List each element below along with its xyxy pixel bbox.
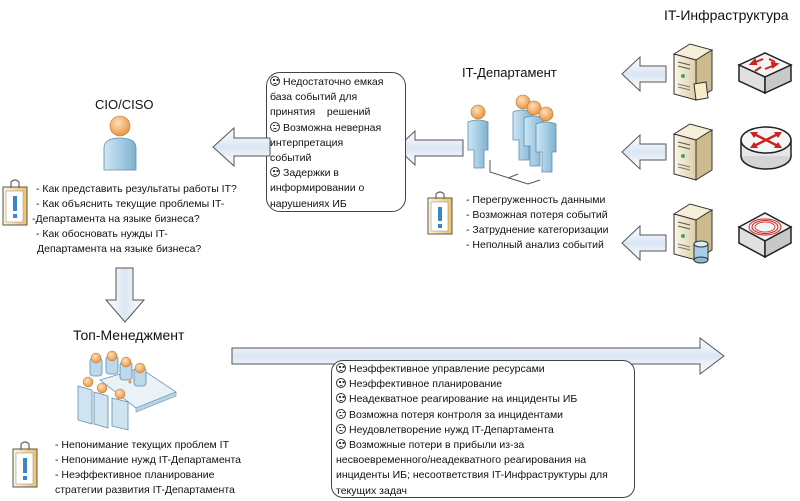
clipboard-alert-icon xyxy=(427,191,453,235)
consequences-box: Неэффективное управление ресурсами Неэфф… xyxy=(331,360,635,498)
list-item: - Возможная потеря событий xyxy=(466,209,608,221)
list-item: - Непонимание текущих проблем IT xyxy=(55,439,230,451)
top-management-title: Топ-Менеджмент xyxy=(73,327,185,343)
cio-questions: - Как представить результаты работы IT? … xyxy=(32,182,237,257)
consequence-item: Неэффективное планирование xyxy=(336,377,630,392)
sad-face-icon xyxy=(336,363,346,373)
list-item: - Как объяснить текущие проблемы IT- xyxy=(36,198,225,210)
firewall-appliance-icon xyxy=(737,212,793,259)
arrow-left-icon xyxy=(621,55,667,93)
list-item: - Перегруженность данными xyxy=(466,194,606,206)
network-switch-icon xyxy=(737,52,793,95)
list-item: - Неполный анализ событий xyxy=(466,239,604,251)
arrow-left-icon xyxy=(621,133,667,171)
sad-face-icon xyxy=(270,121,280,132)
consequence-item: Неудовлетворение нужд IT-Департамента xyxy=(336,423,630,438)
list-item: стратегии развития IT-Департамента xyxy=(55,484,235,496)
list-item: Департамента на языке бизнеса? xyxy=(37,243,202,255)
consequence-item: Неэффективное управление ресурсами xyxy=(336,362,630,377)
server-icon xyxy=(672,123,714,181)
meeting-table-icon xyxy=(77,350,177,431)
consequence-item: Неадекватное реагирование на инциденты И… xyxy=(336,392,630,407)
sad-face-icon xyxy=(336,378,346,389)
arrow-left-icon xyxy=(621,224,667,262)
cio-title: CIO/CISO xyxy=(95,97,154,112)
list-item: - Как представить результаты работы IT? xyxy=(36,183,237,195)
list-item: - Непонимание нужд IT-Департамента xyxy=(55,454,241,466)
consequence-item: Возможна потеря контроля за инцидентами xyxy=(336,408,630,423)
person-figure xyxy=(467,104,489,169)
server-with-document-icon xyxy=(672,43,714,101)
clipboard-alert-icon xyxy=(12,441,38,488)
sad-face-icon xyxy=(336,408,346,419)
top-management-problems: - Непонимание текущих проблем IT - Непон… xyxy=(55,438,241,498)
list-item: - Как обосновать нужды IT- xyxy=(36,228,168,240)
arrow-down-icon xyxy=(104,267,146,323)
sad-face-icon xyxy=(336,439,346,450)
list-item: - Затруднение категоризации xyxy=(466,224,609,236)
server-with-database-icon xyxy=(672,203,714,264)
arrow-right-icon xyxy=(231,337,725,375)
sad-face-icon xyxy=(336,393,346,404)
sad-face-icon xyxy=(336,423,346,434)
it-team-people-icon xyxy=(467,94,557,185)
it-department-title: IT-Департамент xyxy=(462,65,557,80)
sad-face-icon xyxy=(270,167,280,178)
clipboard-alert-icon xyxy=(2,179,28,226)
person-icon xyxy=(103,115,137,171)
infrastructure-title: IT-Инфраструктура xyxy=(664,7,789,23)
arrow-left-icon xyxy=(396,129,464,167)
list-item: -Департамента на языке бизнеса? xyxy=(32,213,200,225)
arrow-left-icon xyxy=(212,126,271,168)
it-department-problems: - Перегруженность данными - Возможная по… xyxy=(466,193,609,253)
sad-face-icon xyxy=(270,76,280,86)
list-item: - Неэффективное планирование xyxy=(55,469,215,481)
router-icon xyxy=(740,126,792,170)
